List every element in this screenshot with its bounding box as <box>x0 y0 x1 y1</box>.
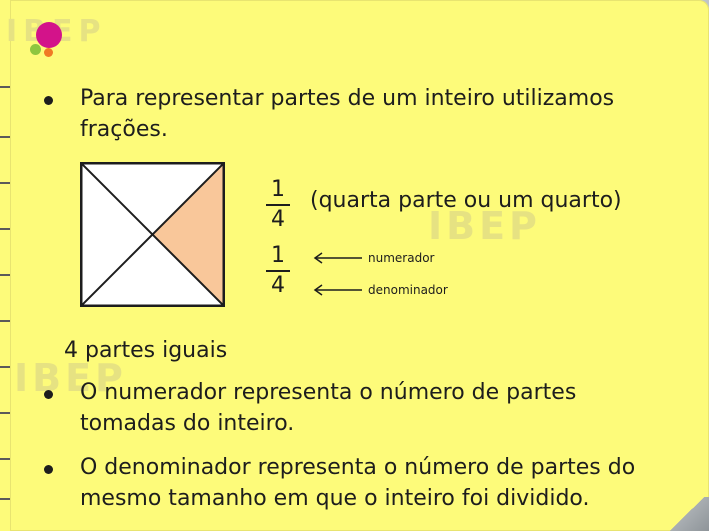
margin-tick <box>0 498 10 500</box>
fraction-denominator: 4 <box>271 273 285 298</box>
fraction-labeled: 1 4 <box>264 244 292 298</box>
bullet-icon <box>44 96 53 105</box>
margin-tick <box>0 366 10 368</box>
ibep-watermark: IBEP <box>428 204 541 248</box>
denominator-label: denominador <box>368 283 448 297</box>
bullet-icon <box>44 465 53 474</box>
margin-tick <box>0 182 10 184</box>
numerator-label: numerador <box>368 251 435 265</box>
diagonal-line <box>80 162 225 307</box>
bullet-line: O denominador representa o número de par… <box>80 455 636 480</box>
bullet-line: frações. <box>80 117 168 142</box>
ibep-logo: IBEP <box>0 10 110 60</box>
left-arrow-icon <box>313 284 362 296</box>
figure-caption: 4 partes iguais <box>64 338 228 363</box>
page-margin <box>0 0 10 531</box>
bullet-line: tomadas do inteiro. <box>80 411 295 436</box>
bullet-line: mesmo tamanho em que o inteiro foi divid… <box>80 486 590 511</box>
margin-tick <box>0 458 10 460</box>
logo-magenta-dot <box>36 22 62 48</box>
fraction-one-quarter: 1 4 <box>264 178 292 232</box>
fraction-denominator: 4 <box>271 207 285 232</box>
fraction-bar <box>266 270 290 272</box>
margin-tick <box>0 412 10 414</box>
left-arrow-icon <box>313 252 362 264</box>
bullet-line: Para representar partes de um inteiro ut… <box>80 86 615 111</box>
fraction-numerator: 1 <box>271 177 285 202</box>
margin-tick <box>0 136 10 138</box>
margin-tick <box>0 86 10 88</box>
page-curl <box>665 497 709 531</box>
bullet-text: Para representar partes de um inteiro ut… <box>80 83 614 145</box>
bullet-icon <box>44 390 53 399</box>
ibep-watermark: IBEP <box>14 356 127 400</box>
logo-green-dot <box>30 44 41 55</box>
fraction-numerator: 1 <box>271 243 285 268</box>
margin-tick <box>0 320 10 322</box>
logo-orange-dot <box>44 48 53 57</box>
fraction-description: (quarta parte ou um quarto) <box>310 188 622 213</box>
bullet-text: O numerador representa o número de parte… <box>80 377 576 439</box>
margin-tick <box>0 274 10 276</box>
fraction-square-figure <box>80 162 225 307</box>
shaded-quarter <box>152 162 225 307</box>
margin-tick <box>0 228 10 230</box>
bullet-line: O numerador representa o número de parte… <box>80 380 577 405</box>
square-border <box>80 162 225 307</box>
fraction-bar <box>266 204 290 206</box>
bullet-text: O denominador representa o número de par… <box>80 452 635 514</box>
